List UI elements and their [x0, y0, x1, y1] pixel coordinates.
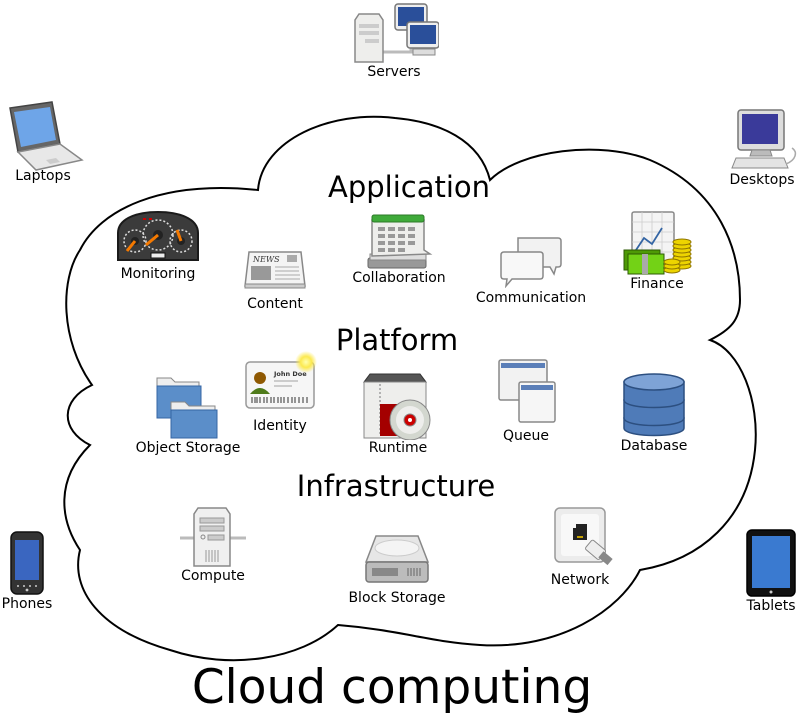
- service-label: Monitoring: [120, 266, 196, 282]
- service-label: Content: [247, 296, 303, 312]
- speech-bubbles-icon: [500, 237, 562, 288]
- service-label: Compute: [181, 568, 245, 584]
- svg-text:John Doe: John Doe: [273, 370, 307, 378]
- service-label: Queue: [503, 428, 549, 444]
- money-chart-icon: [623, 211, 692, 275]
- diagram-title: Cloud computing: [191, 660, 593, 715]
- device-phones: Phones: [0, 530, 58, 613]
- device-label: Tablets: [746, 598, 796, 614]
- device-label: Phones: [1, 596, 53, 612]
- desktop-icon: [731, 109, 797, 169]
- service-content: NEWS Content: [232, 248, 318, 313]
- service-label: Block Storage: [348, 590, 446, 606]
- layer-heading-application: Application: [327, 170, 491, 204]
- servers-icon: [354, 3, 439, 63]
- layer-heading-platform: Platform: [335, 323, 459, 357]
- device-laptops: Laptops: [0, 100, 86, 185]
- service-compute: Compute: [170, 506, 256, 585]
- service-label: Object Storage: [135, 440, 241, 456]
- device-label: Desktops: [729, 172, 795, 188]
- stacked-windows-icon: [498, 359, 556, 423]
- tablet-icon: [746, 529, 796, 597]
- service-collaboration: Collaboration: [346, 212, 452, 287]
- device-desktops: Desktops: [720, 108, 800, 189]
- service-label: Communication: [475, 290, 587, 306]
- layer-heading-infrastructure: Infrastructure: [296, 469, 496, 503]
- dashboard-gauge-icon: [117, 210, 199, 261]
- service-block-storage: Block Storage: [340, 532, 454, 607]
- service-database: Database: [612, 372, 696, 455]
- service-label: Runtime: [368, 440, 428, 456]
- service-label: Identity: [253, 418, 307, 434]
- service-runtime: Runtime: [356, 368, 440, 457]
- device-label: Laptops: [15, 168, 71, 184]
- laptop-icon: [9, 101, 84, 171]
- phone-icon: [10, 531, 44, 595]
- device-label: Servers: [367, 64, 421, 80]
- service-label: Network: [550, 572, 610, 588]
- id-card-icon: John Doe: [245, 351, 317, 409]
- service-communication: Communication: [470, 234, 592, 307]
- calendar-icon: [367, 214, 433, 269]
- device-servers: Servers: [344, 2, 444, 81]
- device-tablets: Tablets: [740, 528, 800, 615]
- software-package-disc-icon: [363, 373, 431, 440]
- service-label: Collaboration: [352, 270, 446, 286]
- hard-drive-icon: [364, 535, 430, 583]
- newspaper-icon: NEWS: [244, 251, 306, 289]
- service-label: Database: [620, 438, 688, 454]
- service-queue: Queue: [486, 358, 566, 445]
- server-tower-icon: [180, 507, 246, 567]
- service-identity: John Doe Identity: [240, 350, 320, 435]
- service-finance: Finance: [616, 210, 698, 293]
- network-jack-icon: [554, 507, 613, 566]
- service-monitoring: Monitoring: [108, 208, 208, 283]
- service-label: Finance: [630, 276, 684, 292]
- service-network: Network: [538, 506, 622, 589]
- svg-text:NEWS: NEWS: [252, 255, 280, 264]
- database-cylinder-icon: [623, 373, 685, 437]
- service-object-storage: Object Storage: [128, 372, 248, 457]
- folders-icon: [156, 377, 218, 439]
